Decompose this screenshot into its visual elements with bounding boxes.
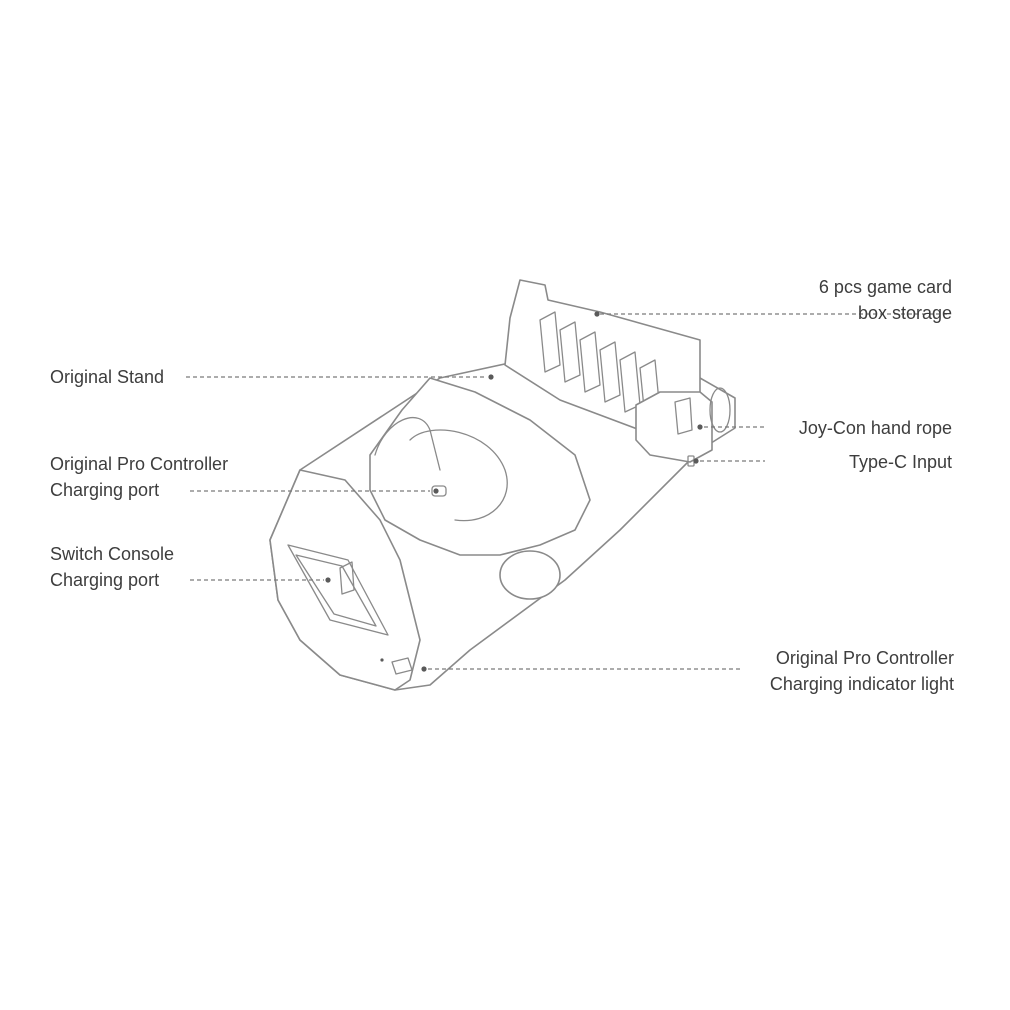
label-joycon-rope: Joy-Con hand rope	[799, 415, 952, 441]
leader-pro-port-dot	[433, 488, 439, 494]
label-switch-console-port: Switch Console Charging port	[50, 541, 174, 593]
leader-console-port-dot	[325, 577, 331, 583]
leader-typec-dot	[693, 458, 699, 464]
label-pro-controller-port-line1: Original Pro Controller	[50, 454, 229, 474]
cradle-inner-center	[409, 429, 508, 522]
label-typec-input-text: Type-C Input	[848, 452, 952, 472]
label-card-storage-line2: box storage	[857, 303, 952, 323]
rope-post	[635, 391, 713, 463]
label-indicator-light-line2: Charging indicator light	[769, 674, 954, 694]
side-cylinder	[499, 550, 561, 600]
label-indicator-light: Original Pro Controller Charging indicat…	[770, 645, 954, 697]
label-typec-input: Type-C Input	[849, 449, 952, 475]
leader-lines	[186, 311, 950, 672]
label-joycon-rope-text: Joy-Con hand rope	[798, 418, 952, 438]
rope-hook	[674, 397, 693, 435]
leader-joycon-rope-dot	[697, 424, 703, 430]
label-switch-console-port-line2: Charging port	[50, 570, 160, 590]
label-pro-controller-port: Original Pro Controller Charging port	[50, 451, 228, 503]
pro-controller-port-connector	[431, 485, 447, 497]
leader-original-stand-dot	[488, 374, 494, 380]
indicator-light	[391, 657, 413, 675]
label-card-storage: 6 pcs game card box storage	[819, 274, 952, 326]
console-cradle	[269, 469, 421, 691]
console-slot	[287, 544, 389, 636]
label-pro-controller-port-line2: Charging port	[50, 480, 160, 500]
label-original-stand-text: Original Stand	[50, 367, 165, 387]
rope-post-side	[709, 387, 731, 433]
card-storage-block	[504, 279, 701, 431]
label-original-stand: Original Stand	[50, 364, 164, 390]
console-port-connector	[339, 561, 355, 595]
cradle-inner-left	[374, 416, 441, 471]
console-slot-inner	[295, 554, 377, 627]
indicator-pin	[380, 658, 384, 662]
charging-dock-illustration	[269, 279, 736, 691]
label-switch-console-port-line1: Switch Console	[50, 544, 175, 564]
label-card-storage-line1: 6 pcs game card	[818, 277, 952, 297]
leader-indicator-dot	[421, 666, 427, 672]
leader-card-storage-dot	[594, 311, 600, 317]
label-indicator-light-line1: Original Pro Controller	[775, 648, 954, 668]
